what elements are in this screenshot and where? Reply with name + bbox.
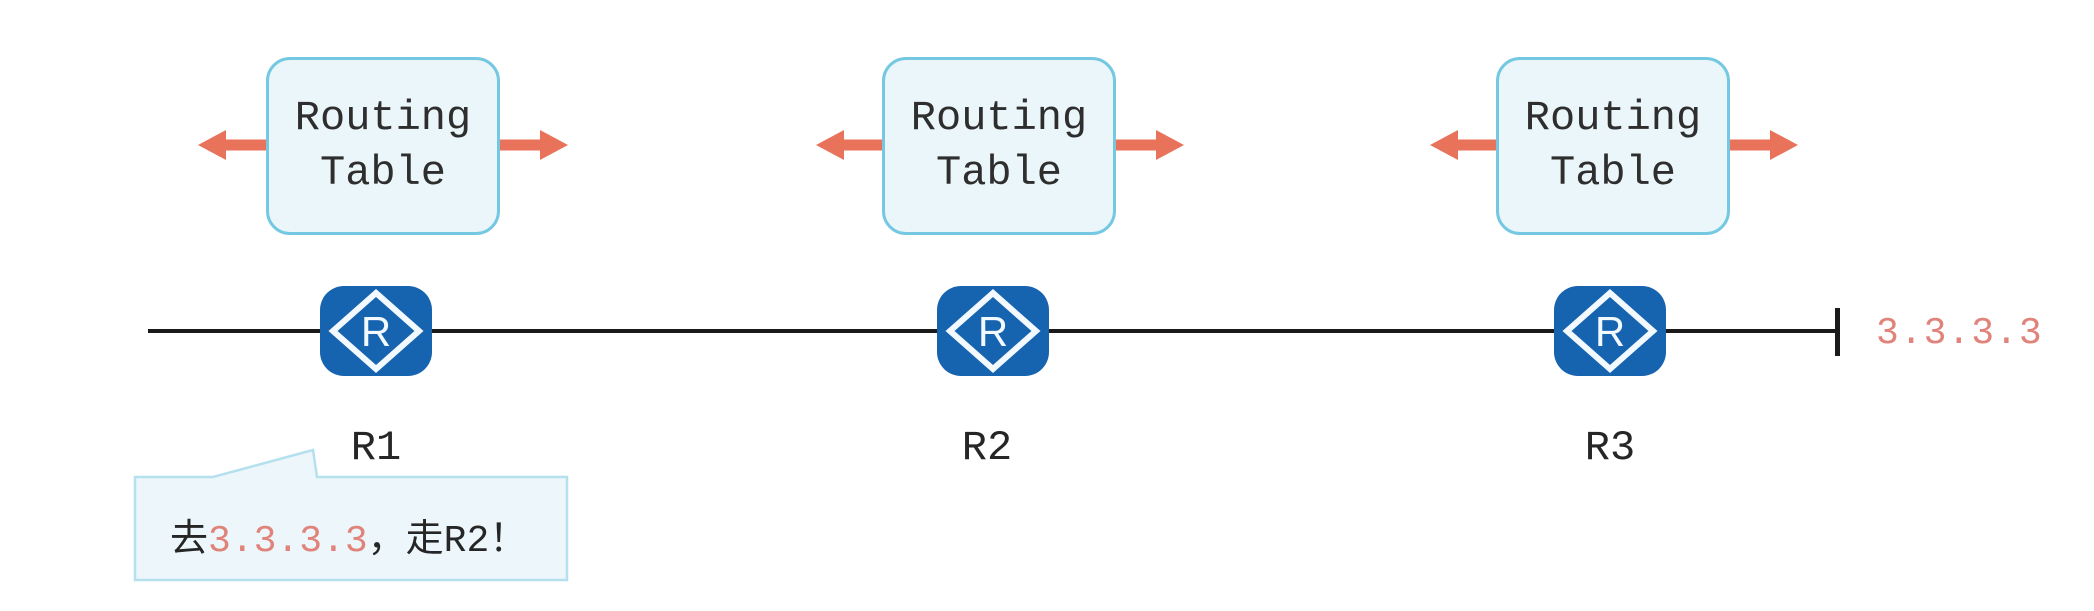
callout-ip: 3.3.3.3 <box>208 520 368 563</box>
destination-ip-label: 3.3.3.3 <box>1876 312 2043 355</box>
routing-table-label: Routing Table <box>1524 94 1702 197</box>
arrow-left-icon <box>1430 130 1498 160</box>
router-icon: R <box>1554 286 1666 376</box>
routing-table-label: Routing Table <box>294 94 472 197</box>
svg-text:R: R <box>1595 308 1625 355</box>
router-icon: R <box>320 286 432 376</box>
svg-text:R: R <box>361 308 391 355</box>
router-label: R2 <box>961 424 1013 472</box>
router-label: R1 <box>350 424 402 472</box>
callout-prefix: 去 <box>170 520 209 563</box>
router-icon: R <box>937 286 1049 376</box>
callout-text: 去3.3.3.3，走R2！ <box>170 507 527 563</box>
arrow-right-icon <box>500 130 568 160</box>
callout-suffix: ，走R2！ <box>367 520 528 563</box>
router-label: R3 <box>1584 424 1636 472</box>
routing-table-box: Routing Table <box>882 57 1116 235</box>
arrow-left-icon <box>816 130 884 160</box>
callout-bubble <box>133 448 569 582</box>
svg-text:R: R <box>978 308 1008 355</box>
arrow-right-icon <box>1730 130 1798 160</box>
line-terminator <box>1835 308 1840 356</box>
routing-table-label: Routing Table <box>910 94 1088 197</box>
arrow-left-icon <box>198 130 266 160</box>
routing-table-box: Routing Table <box>1496 57 1730 235</box>
routing-table-box: Routing Table <box>266 57 500 235</box>
arrow-right-icon <box>1116 130 1184 160</box>
